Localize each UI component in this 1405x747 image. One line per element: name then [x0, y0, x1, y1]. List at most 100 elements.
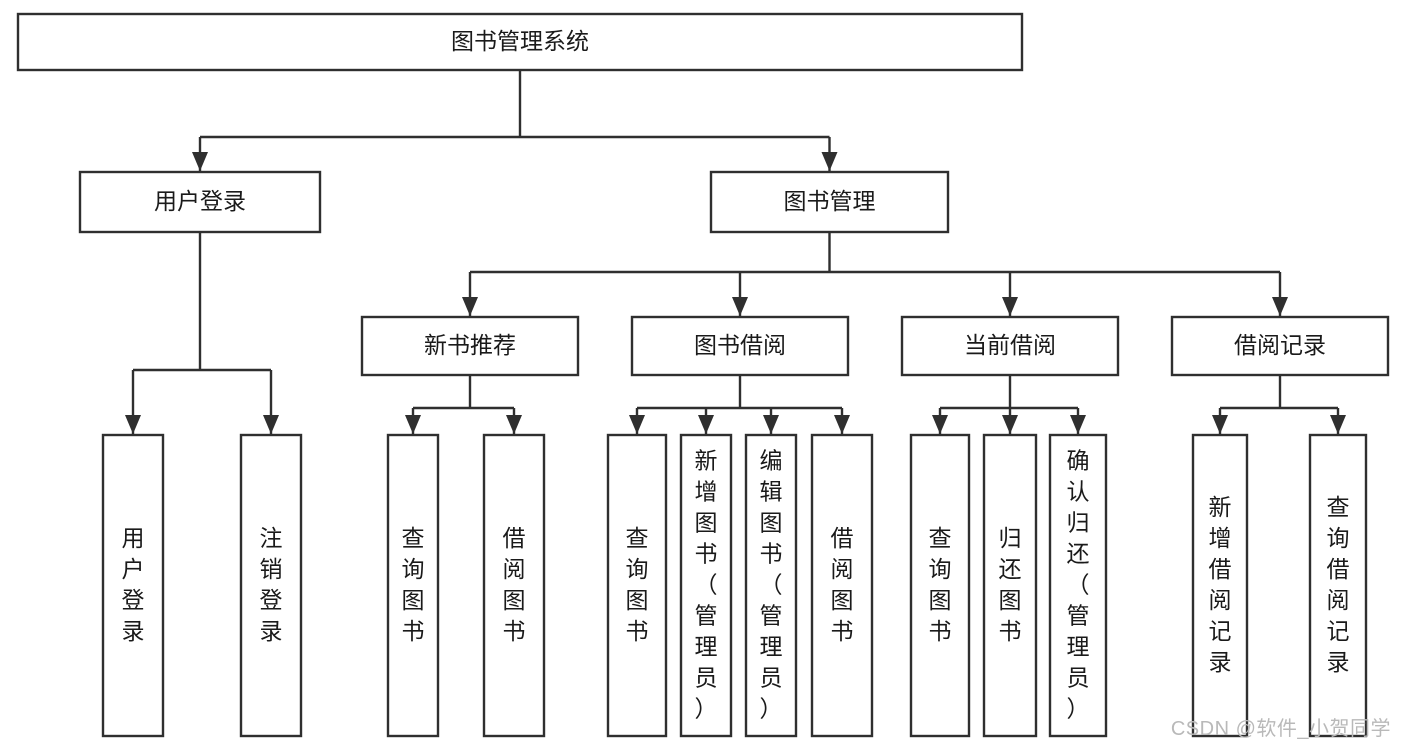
- node-new-book-recommend[interactable]: 新书推荐: [360, 315, 580, 377]
- edge-arrowhead: [834, 415, 850, 434]
- node-label-char: 新: [1209, 494, 1232, 520]
- node-book-borrow[interactable]: 图书借阅: [630, 315, 850, 377]
- node-box[interactable]: [78, 170, 322, 234]
- node-box[interactable]: [16, 12, 1024, 72]
- node-label-char: 户: [122, 556, 145, 582]
- node-leaf-query-book-1[interactable]: 查询图书查询图书: [386, 433, 440, 738]
- node-label-char: 借: [831, 525, 854, 551]
- node-label-char: 书: [929, 618, 952, 644]
- node-box[interactable]: [606, 433, 668, 738]
- node-label: 借阅记录: [1234, 332, 1326, 358]
- node-label-char: 用: [122, 525, 145, 551]
- node-label-char: 询: [929, 556, 952, 582]
- node-label-char: 录: [1209, 649, 1232, 675]
- node-label-char: 借: [1327, 556, 1350, 582]
- node-label-char: 查: [1327, 494, 1350, 520]
- node-label-char: 借: [503, 525, 526, 551]
- node-root[interactable]: 图书管理系统: [16, 12, 1024, 72]
- node-box[interactable]: [101, 433, 165, 738]
- node-label-char: 录: [260, 618, 283, 644]
- node-label-char: 书: [831, 618, 854, 644]
- node-label-char: 查: [929, 525, 952, 551]
- node-label-char: 查: [626, 525, 649, 551]
- node-label-char: 认: [1067, 479, 1090, 505]
- node-label-char: 理: [1067, 634, 1090, 660]
- node-box[interactable]: [810, 433, 874, 738]
- node-label-char: （: [695, 572, 718, 598]
- node-book-manage[interactable]: 图书管理: [709, 170, 950, 234]
- node-label: 当前借阅: [964, 332, 1056, 358]
- node-label-char: 理: [695, 634, 718, 660]
- node-box[interactable]: [482, 433, 546, 738]
- node-leaf-query-record[interactable]: 查询借阅记录查询借阅记录: [1308, 433, 1368, 738]
- node-label-char: 书: [626, 618, 649, 644]
- node-label-char: 管: [695, 603, 718, 629]
- node-label-char: 图: [695, 510, 718, 536]
- node-label-char: 书: [695, 541, 718, 567]
- node-box[interactable]: [386, 433, 440, 738]
- node-label-char: 录: [122, 618, 145, 644]
- edge-arrowhead: [698, 415, 714, 434]
- node-box[interactable]: [744, 433, 798, 738]
- node-label-char: 增: [1209, 525, 1232, 551]
- node-label-char: （: [760, 572, 783, 598]
- node-label-char: 确: [1067, 448, 1090, 474]
- node-box[interactable]: [909, 433, 971, 738]
- node-leaf-borrow-book-2[interactable]: 借阅图书借阅图书: [810, 433, 874, 738]
- node-box[interactable]: [1308, 433, 1368, 738]
- node-leaf-return-book[interactable]: 归还图书归还图书: [982, 433, 1038, 738]
- node-box[interactable]: [1048, 433, 1108, 738]
- edge-arrowhead: [629, 415, 645, 434]
- node-box[interactable]: [630, 315, 850, 377]
- node-leaf-query-book-2[interactable]: 查询图书查询图书: [606, 433, 668, 738]
- node-label-char: 还: [999, 556, 1022, 582]
- node-leaf-borrow-book-1[interactable]: 借阅图书借阅图书: [482, 433, 546, 738]
- node-box[interactable]: [1170, 315, 1390, 377]
- node-box[interactable]: [900, 315, 1120, 377]
- node-label-char: 理: [760, 634, 783, 660]
- node-label-char: 图: [503, 587, 526, 613]
- node-box[interactable]: [982, 433, 1038, 738]
- node-label-char: 阅: [1327, 587, 1350, 613]
- node-label-char: 阅: [831, 556, 854, 582]
- node-label-char: 书: [503, 618, 526, 644]
- node-label-char: 归: [1067, 510, 1090, 536]
- edge-arrowhead: [405, 415, 421, 434]
- node-label-char: 阅: [1209, 587, 1232, 613]
- node-leaf-user-login[interactable]: 用户登录用户登录: [101, 433, 165, 738]
- node-box[interactable]: [360, 315, 580, 377]
- edges-layer: [125, 70, 1346, 434]
- node-leaf-logout[interactable]: 注销登录注销登录: [239, 433, 303, 738]
- node-borrow-record[interactable]: 借阅记录: [1170, 315, 1390, 377]
- node-label-char: 归: [999, 525, 1022, 551]
- node-box[interactable]: [679, 433, 733, 738]
- edge-arrowhead: [1002, 297, 1018, 316]
- node-label-char: 员: [695, 665, 718, 691]
- node-leaf-add-record[interactable]: 新增借阅记录新增借阅记录: [1191, 433, 1249, 738]
- node-user-login[interactable]: 用户登录: [78, 170, 322, 234]
- node-label-char: 阅: [503, 556, 526, 582]
- node-box[interactable]: [1191, 433, 1249, 738]
- edge-arrowhead: [1070, 415, 1086, 434]
- node-label-char: 查: [402, 525, 425, 551]
- node-label-char: ）: [1067, 696, 1090, 722]
- node-label: 用户登录: [154, 188, 246, 214]
- node-label-char: 员: [1067, 665, 1090, 691]
- node-label-char: 询: [1327, 525, 1350, 551]
- edge-arrowhead: [506, 415, 522, 434]
- node-leaf-query-book-3[interactable]: 查询图书查询图书: [909, 433, 971, 738]
- node-label-char: 登: [260, 587, 283, 613]
- node-label: 图书管理: [784, 188, 876, 214]
- node-label-char: 增: [695, 479, 718, 505]
- node-box[interactable]: [709, 170, 950, 234]
- node-label: 图书借阅: [694, 332, 786, 358]
- node-box[interactable]: [239, 433, 303, 738]
- edge-arrowhead: [263, 415, 279, 434]
- node-current-borrow[interactable]: 当前借阅: [900, 315, 1120, 377]
- node-label-char: ）: [695, 696, 718, 722]
